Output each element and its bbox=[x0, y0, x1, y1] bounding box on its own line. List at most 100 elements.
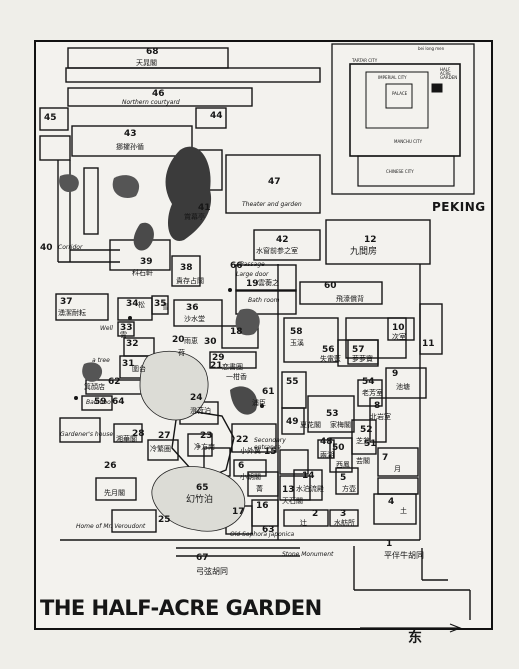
inset-label-manchu: MANCHU CITY bbox=[394, 139, 423, 144]
room-number: 54 bbox=[362, 377, 375, 387]
building-3 bbox=[329, 509, 359, 527]
en-label-corridor: Corridor bbox=[58, 244, 83, 251]
building-19 bbox=[235, 289, 297, 315]
room-number: 15 bbox=[264, 447, 277, 457]
room-number: 41 bbox=[198, 203, 211, 213]
cn-label-6: 小朝閣 bbox=[240, 473, 261, 481]
building-7 bbox=[377, 447, 419, 477]
room-number: 39 bbox=[140, 257, 153, 267]
room-number: 34 bbox=[126, 299, 139, 309]
room-number: 14 bbox=[302, 471, 315, 481]
cn-label-58: 玉溪 bbox=[290, 339, 304, 347]
room-number: 68 bbox=[146, 47, 159, 57]
building-60 bbox=[299, 281, 383, 305]
en-label-passage: Passage bbox=[240, 261, 265, 268]
building-59 bbox=[81, 395, 113, 411]
room-number: 10 bbox=[392, 323, 405, 333]
room-number: 17 bbox=[232, 507, 245, 517]
cn-label-1: 平伴牛胡同 bbox=[384, 551, 424, 560]
building-10 bbox=[387, 317, 415, 341]
cn-label-48: 兩湖 bbox=[320, 451, 334, 459]
cn-label-7: 月 bbox=[394, 465, 401, 473]
cn-label-43: 挪攉孙循 bbox=[116, 143, 144, 151]
pavilion-23 bbox=[171, 411, 235, 479]
en-label-stone-monument: Stone Monument bbox=[282, 551, 334, 558]
room-number: 57 bbox=[352, 345, 365, 355]
room-number: 26 bbox=[104, 461, 117, 471]
building-44 bbox=[195, 107, 227, 129]
inset-label-imperial: IMPERIAL CITY bbox=[378, 75, 407, 80]
room-number: 21 bbox=[210, 361, 223, 371]
inset-label-palace: PALACE bbox=[392, 91, 408, 96]
room-number: 36 bbox=[186, 303, 199, 313]
room-number: 47 bbox=[268, 177, 281, 187]
building-52 bbox=[351, 419, 377, 455]
room-number: 50 bbox=[332, 443, 345, 453]
cn-label-5: 方壺 bbox=[342, 485, 356, 493]
room-number: 28 bbox=[132, 429, 145, 439]
en-label-well: Well bbox=[100, 325, 113, 332]
room-number: 60 bbox=[324, 281, 337, 291]
cn-label-8: 北岩室 bbox=[370, 413, 391, 421]
cn-label-54: 老芳室 bbox=[362, 389, 383, 397]
cn-label-23: 净方南 bbox=[194, 443, 215, 451]
building-27 bbox=[147, 439, 179, 461]
room-number: 22 bbox=[236, 435, 249, 445]
cn-label-37: 湧潔耐耘 bbox=[58, 309, 86, 317]
building-46 bbox=[67, 87, 253, 107]
building-66 bbox=[235, 264, 297, 292]
garden-plan bbox=[34, 40, 493, 630]
cn-label-61: 浦臣 bbox=[252, 399, 266, 407]
cn-label-41: 賞幕亭 bbox=[184, 213, 205, 221]
room-number: 62 bbox=[108, 377, 121, 387]
building-53 bbox=[307, 395, 355, 433]
room-number: 32 bbox=[126, 339, 139, 349]
room-number: 59 bbox=[94, 397, 107, 407]
room-number: 11 bbox=[422, 339, 435, 349]
en-label-tree: a tree bbox=[92, 357, 110, 364]
room-number: 1 bbox=[386, 539, 393, 549]
room-number: 58 bbox=[290, 327, 303, 337]
room-number: 48 bbox=[320, 437, 333, 447]
room-number: 31 bbox=[122, 359, 135, 369]
cn-label-19: 雲蘅之 bbox=[258, 279, 279, 287]
cn-label-14: 水泊流殿 bbox=[296, 485, 324, 493]
room-number: 12 bbox=[364, 235, 377, 245]
building-47 bbox=[225, 154, 321, 214]
room-number: 3 bbox=[340, 509, 347, 519]
cn-label-3: 水舫所 bbox=[334, 519, 355, 527]
en-label-northern-courtyard: Northern courtyard bbox=[122, 99, 180, 106]
room-number: 66 bbox=[230, 261, 243, 271]
room-number: 63 bbox=[262, 525, 275, 535]
building-48 bbox=[317, 439, 335, 459]
room-number: 40 bbox=[40, 243, 53, 253]
room-number: 61 bbox=[262, 387, 275, 397]
building-26 bbox=[95, 477, 137, 501]
en-label-bamboo: Bamboo bbox=[86, 399, 111, 406]
room-number: 56 bbox=[322, 345, 335, 355]
room-number: 29 bbox=[212, 353, 225, 363]
cn-label-35: 雪 bbox=[162, 303, 169, 311]
room-number: 49 bbox=[286, 417, 299, 427]
room-number: 27 bbox=[158, 431, 171, 441]
cn-label-51: 芸閣 bbox=[356, 457, 370, 465]
cn-label-2: 辻 bbox=[300, 519, 307, 527]
cn-label-36: 沙水堂 bbox=[184, 315, 205, 323]
room-number: 33 bbox=[120, 323, 133, 333]
cn-label-52: 芝盆 bbox=[356, 437, 370, 445]
cn-label-15: 菁 bbox=[256, 485, 263, 493]
building-37 bbox=[55, 293, 109, 321]
room-number: 55 bbox=[286, 377, 299, 387]
room-number: 42 bbox=[276, 235, 289, 245]
room-number: 43 bbox=[124, 129, 137, 139]
building-9 bbox=[385, 367, 427, 399]
building-33 bbox=[117, 321, 135, 337]
inset-frame bbox=[331, 43, 475, 195]
cn-label-53: 家梅閣 bbox=[330, 421, 351, 429]
room-number: 53 bbox=[326, 409, 339, 419]
room-number: 5 bbox=[340, 473, 347, 483]
room-number: 18 bbox=[230, 327, 243, 337]
room-number: 2 bbox=[312, 509, 319, 519]
en-label-theater: Theater and garden bbox=[242, 201, 302, 208]
building-25 bbox=[111, 509, 157, 533]
